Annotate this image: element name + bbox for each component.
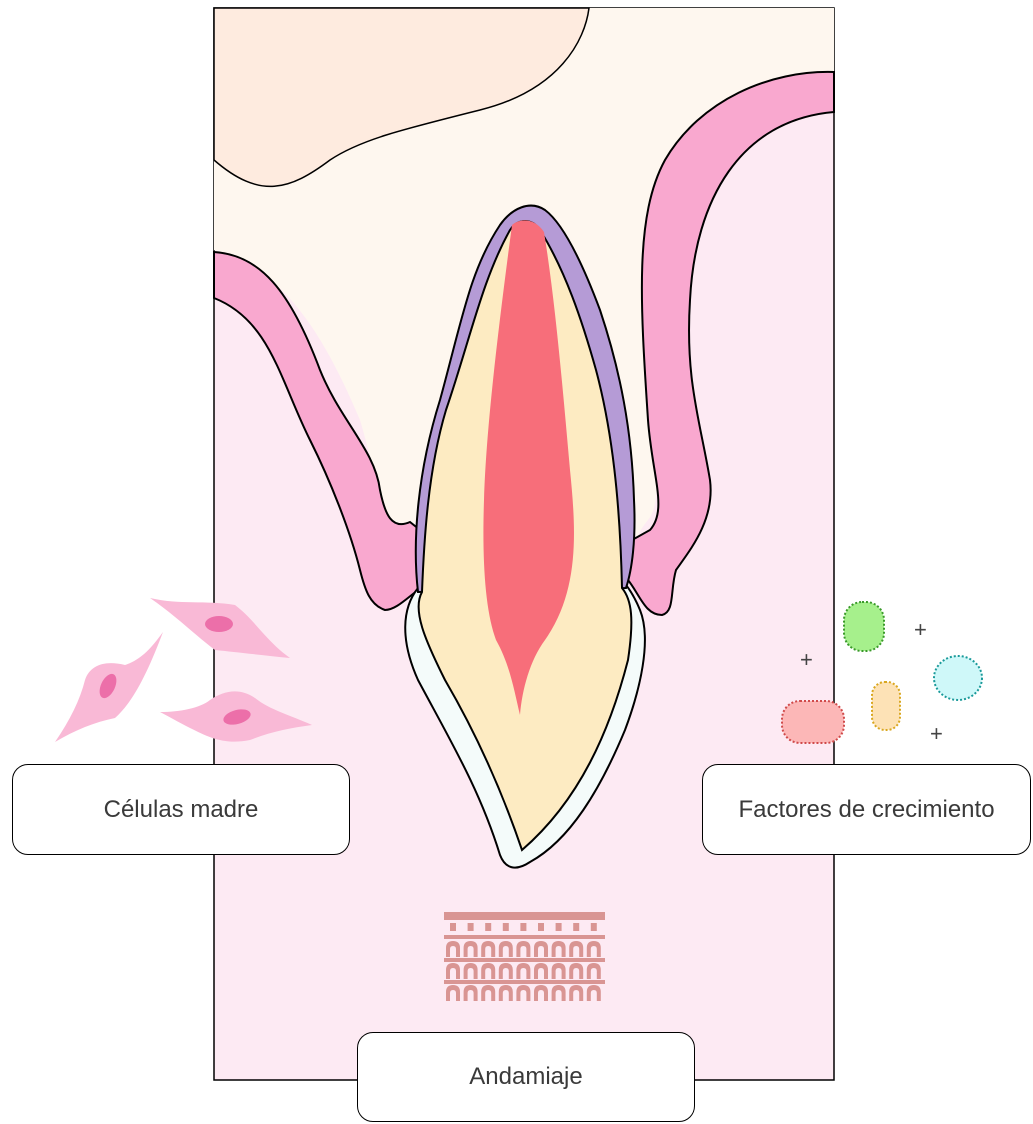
growth-factors-label: Factores de crecimiento [702, 764, 1031, 855]
growth-factor-green [844, 602, 884, 651]
scaffold-dot [485, 923, 491, 931]
plus-sign: + [930, 723, 943, 745]
growth-factor-yellow [872, 682, 900, 730]
stem-cell-nucleus [205, 616, 233, 632]
scaffold-label-text: Andamiaje [469, 1063, 582, 1091]
scaffold-dot [538, 923, 544, 931]
scaffold-dot [503, 923, 509, 931]
stem-cells-label: Células madre [12, 764, 350, 855]
plus-sign: + [800, 649, 813, 671]
scaffold-dot [591, 923, 597, 931]
growth-factor-cyan [934, 656, 982, 700]
growth-factors-label-text: Factores de crecimiento [738, 796, 994, 824]
scaffold-dot [450, 923, 456, 931]
scaffold-dot [468, 923, 474, 931]
growth-factor-red [782, 701, 844, 743]
plus-sign: + [914, 619, 927, 641]
stem-cell-icon [55, 632, 163, 742]
stem-cells-label-text: Células madre [104, 796, 259, 824]
scaffold-dot [573, 923, 579, 931]
scaffold-dot [556, 923, 562, 931]
scaffold-label: Andamiaje [357, 1032, 695, 1122]
scaffold-dot [520, 923, 526, 931]
